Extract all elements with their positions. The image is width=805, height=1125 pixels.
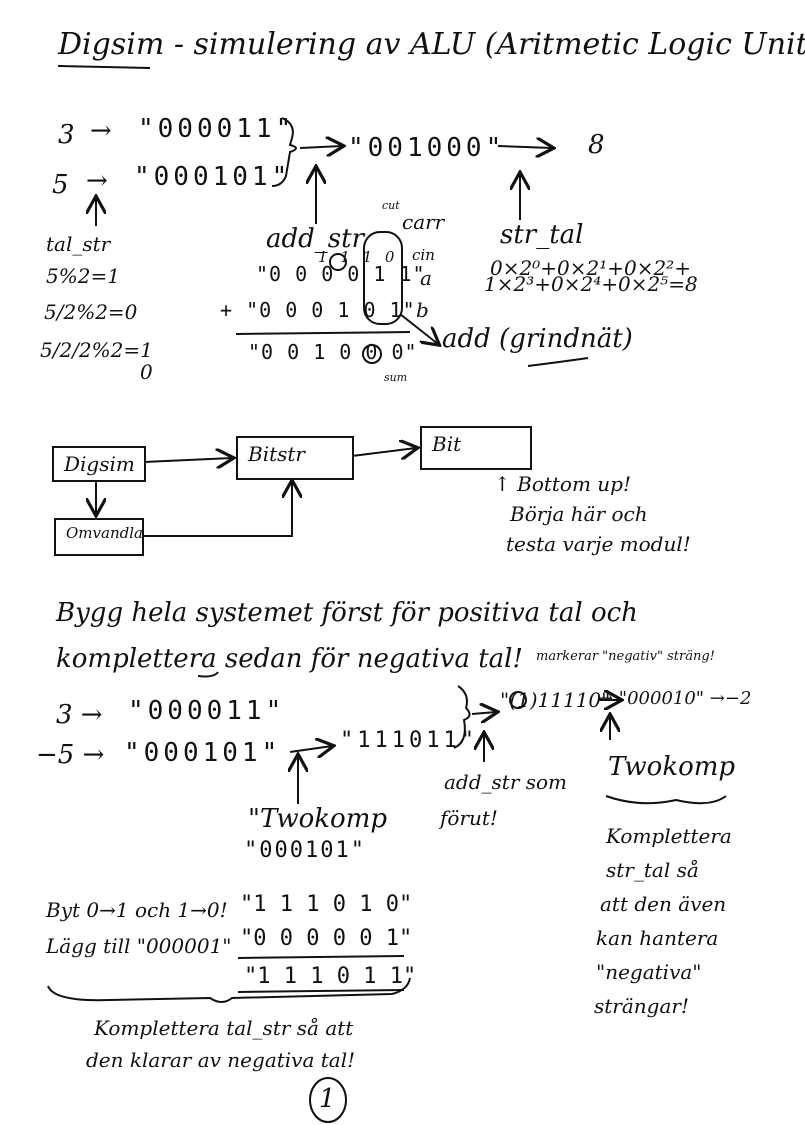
tal-str-calc-2: 5/2%2=0 bbox=[44, 300, 138, 324]
komp-line-1: Komplettera bbox=[606, 824, 732, 848]
str-tal-eq-2: 1×2³+0×2⁴+0×2⁵=8 bbox=[484, 272, 698, 296]
arrow-bitstr-bit bbox=[351, 448, 416, 456]
page-number-circle bbox=[309, 1077, 347, 1123]
arrow-to-add bbox=[399, 313, 438, 344]
b-label: b bbox=[416, 298, 429, 322]
twokomp-sum-rule-2 bbox=[237, 989, 405, 993]
komp-line-5: "negativa" bbox=[596, 960, 702, 984]
arrow-digsim-bitstr bbox=[143, 458, 232, 462]
add-grindnat-label: add (grindnät) bbox=[442, 324, 633, 354]
tal-str-calc-4: 0 bbox=[140, 360, 153, 384]
tal-str-calc-1: 5%2=1 bbox=[46, 264, 120, 288]
neg-bitstring-5: "000101" bbox=[124, 738, 282, 768]
arrow-to-sum bbox=[299, 146, 342, 148]
komp-line-6: strängar! bbox=[594, 994, 689, 1018]
build-line-1: Bygg hela systemet först för positiva ta… bbox=[56, 598, 638, 628]
twokomp-mid: "Twokomp bbox=[248, 804, 387, 834]
bottom-note-2: den klarar av negativa tal! bbox=[86, 1048, 356, 1072]
grindnat-underline bbox=[527, 357, 589, 367]
str-tal-eq-1: 0×2⁰+0×2¹+0×2²+ bbox=[490, 256, 691, 280]
sum-bitstring: "001000" bbox=[348, 133, 506, 163]
bitstr-label: Bitstr bbox=[248, 442, 305, 466]
str-tal-label: str_tal bbox=[500, 220, 584, 250]
tal-str-calc-3: 5/2/2%2=1 bbox=[40, 338, 153, 362]
byt-note: Byt 0→1 och 1→0! bbox=[46, 898, 228, 922]
twokomp-arg: "000101" bbox=[244, 838, 366, 863]
markerar-note: markerar "negativ" sträng! bbox=[536, 649, 715, 664]
input-brace bbox=[271, 117, 297, 187]
addend-a: "0 0 0 0 1 1" bbox=[256, 262, 426, 286]
neg-sum: "(1)11110" bbox=[500, 688, 611, 712]
neg-bitstring-3: "000011" bbox=[128, 696, 286, 726]
title-underline bbox=[57, 65, 151, 69]
bitstring-3: "000011" bbox=[138, 114, 296, 144]
twokomp-right: Twokomp bbox=[608, 752, 736, 782]
add-str-som: add_str som bbox=[444, 770, 568, 794]
small-mark bbox=[197, 671, 219, 678]
carr-label: carr bbox=[402, 210, 445, 234]
arrow-3: → bbox=[90, 116, 112, 146]
sum-label: sum bbox=[384, 371, 408, 384]
arrow-to-neg-sum bbox=[471, 712, 496, 714]
input-5: 5 bbox=[52, 170, 69, 200]
digsim-box: Digsim bbox=[52, 446, 146, 482]
arrow-5: → bbox=[86, 166, 108, 196]
a-label: a bbox=[420, 266, 432, 290]
neg-brace bbox=[453, 685, 471, 749]
cin-label: cin bbox=[412, 246, 435, 264]
add-str-label: add_str bbox=[266, 224, 365, 254]
twokomp-brace bbox=[605, 795, 727, 805]
bitstring-5: "000101" bbox=[134, 162, 292, 192]
omvandla-label: Omvandla bbox=[66, 524, 143, 542]
sum-row: "0 0 1 0 0 0" bbox=[248, 340, 418, 364]
plus-one-row: "0 0 0 0 0 1" bbox=[240, 926, 413, 951]
arrow-to-twokomp bbox=[289, 746, 332, 752]
bottom-brace bbox=[47, 977, 411, 1003]
testa-note: testa varje modul! bbox=[506, 532, 691, 556]
flipped-row: "1 1 1 0 1 0" bbox=[240, 892, 413, 917]
page-number: 1 bbox=[319, 1084, 336, 1114]
neg-sum-converted: → "000010" →−2 bbox=[598, 688, 752, 709]
full-adder-outline bbox=[363, 231, 403, 325]
twokomp-result: "111011" bbox=[340, 728, 478, 753]
komp-line-4: kan hantera bbox=[596, 926, 719, 950]
bottom-up-note: ↑ Bottom up! bbox=[494, 472, 632, 496]
sum-rule bbox=[235, 331, 411, 335]
input-3: 3 bbox=[58, 120, 75, 150]
komp-line-2: str_tal så bbox=[606, 858, 699, 882]
neg-input-3: 3 → bbox=[56, 700, 103, 730]
bit-label: Bit bbox=[432, 432, 462, 456]
sum-bit-circle bbox=[362, 344, 382, 364]
twokomp-sum-rule bbox=[237, 955, 405, 959]
arrow-to-result bbox=[497, 146, 552, 148]
lagg-note: Lägg till "000001" bbox=[46, 934, 232, 958]
sign-bit-circle bbox=[509, 691, 527, 709]
bottom-note-1: Komplettera tal_str så att bbox=[94, 1016, 354, 1040]
carry-circle bbox=[329, 253, 347, 271]
tal-str-label: tal_str bbox=[46, 232, 111, 256]
neg-input-5: −5 → bbox=[36, 740, 105, 770]
forut: förut! bbox=[440, 806, 498, 830]
page-title: Digsim - simulering av ALU (Aritmetic Lo… bbox=[58, 27, 805, 62]
digsim-label: Digsim bbox=[64, 452, 135, 476]
arrow-omvandla-bitstr bbox=[142, 482, 292, 537]
result-8: 8 bbox=[588, 130, 605, 160]
komp-line-3: att den även bbox=[600, 892, 727, 916]
cut-label: cut bbox=[382, 199, 400, 212]
build-line-2: komplettera sedan för negativa tal! bbox=[56, 644, 523, 674]
borja-note: Börja här och bbox=[510, 502, 648, 526]
result-row: "1 1 1 0 1 1" bbox=[244, 964, 417, 989]
